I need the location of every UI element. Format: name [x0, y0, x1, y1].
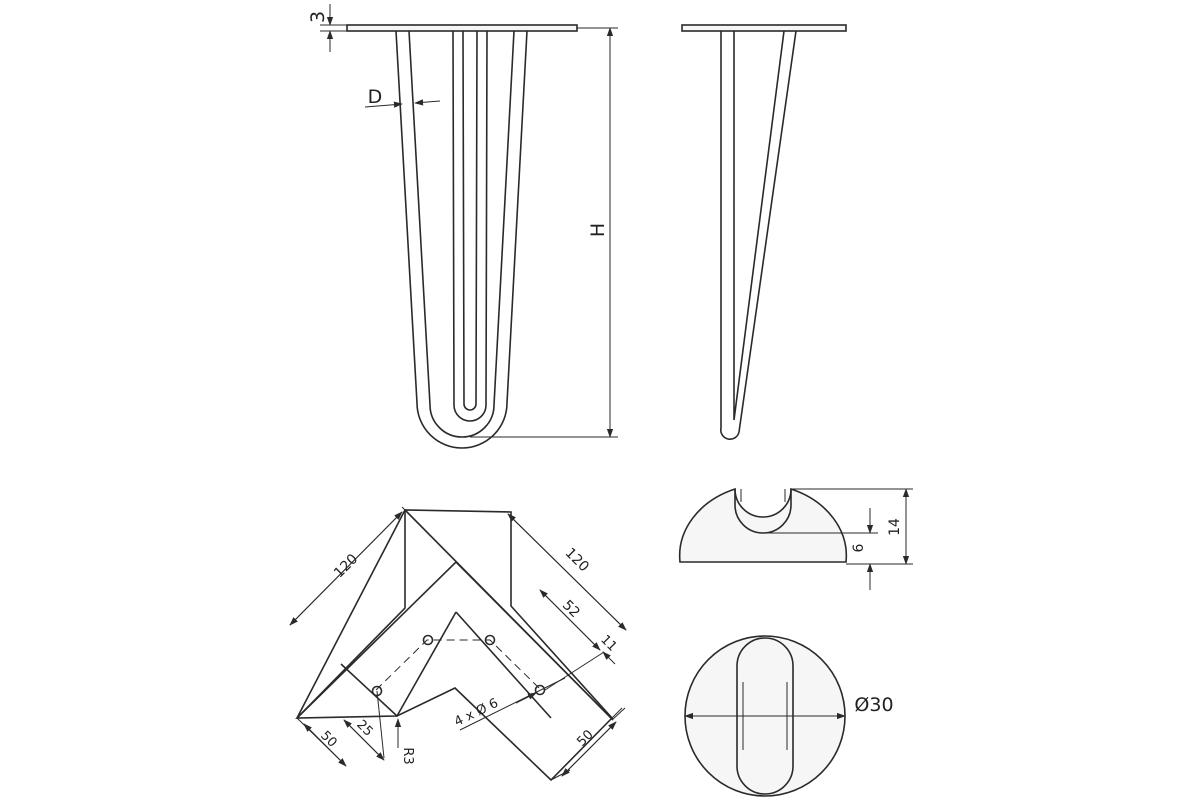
hole-edge-label: 11 — [597, 632, 619, 654]
slot-depth-label: 6 — [851, 543, 867, 552]
outer-rod — [395, 30, 528, 449]
foot-section-view: 14 6 — [678, 487, 913, 590]
width-left-dimension: 50 — [296, 717, 347, 767]
rod-diameter-dimension: D — [364, 86, 441, 108]
radius-callout: R3 — [394, 718, 415, 765]
width-left-label: 50 — [317, 728, 339, 750]
slot-depth-dimension: 6 — [763, 508, 878, 590]
hole-offset-dimension: 52 — [539, 589, 601, 651]
leg-length-left-label: 120 — [331, 551, 361, 581]
radius-label: R3 — [400, 747, 415, 764]
hole-offset-label: 52 — [559, 597, 583, 621]
mounting-hole — [534, 684, 546, 696]
hole-centerline — [375, 639, 542, 691]
inner-rod — [452, 30, 488, 422]
holes-callout: 4 x Ø 6 — [452, 677, 566, 731]
mounting-hole — [484, 634, 496, 646]
mounting-holes — [371, 634, 546, 697]
height-label: H — [587, 223, 609, 237]
side-rod-front — [719, 30, 797, 441]
side-rod-back — [733, 30, 785, 421]
plate-thickness-dimension: 3 — [307, 4, 347, 52]
foot-section-outline — [678, 487, 848, 563]
hole-edge-dimension: 11 — [544, 632, 626, 721]
rod-diameter-label: D — [368, 86, 383, 108]
front-view: 3 D H — [307, 4, 618, 449]
bracket-outline — [295, 509, 614, 782]
mounting-hole — [422, 634, 434, 646]
plate-thickness-label: 3 — [307, 11, 329, 23]
width-right-label: 50 — [574, 727, 596, 749]
side-mounting-plate — [681, 24, 847, 32]
leg-length-left-dimension: 120 — [289, 506, 406, 626]
bracket-outline-diagonal — [296, 509, 614, 721]
hole-inner-left-label: 25 — [353, 717, 375, 739]
diameter-label: Ø30 — [854, 694, 893, 716]
height-dimension: H — [470, 27, 618, 438]
inner-rod-inner-edge — [462, 30, 478, 411]
foot-plan-view: Ø30 — [684, 635, 894, 797]
outer-rod-inner-edge — [408, 30, 515, 438]
side-view — [681, 24, 847, 441]
hole-inner-left-dimension: 25 — [343, 690, 385, 761]
top-view-bracket: 120 120 52 11 4 x Ø 6 — [289, 506, 627, 782]
total-height-label: 14 — [887, 518, 903, 536]
mounting-plate — [346, 24, 578, 32]
total-height-dimension: 14 — [791, 488, 913, 565]
diameter-dimension: Ø30 — [684, 694, 894, 720]
